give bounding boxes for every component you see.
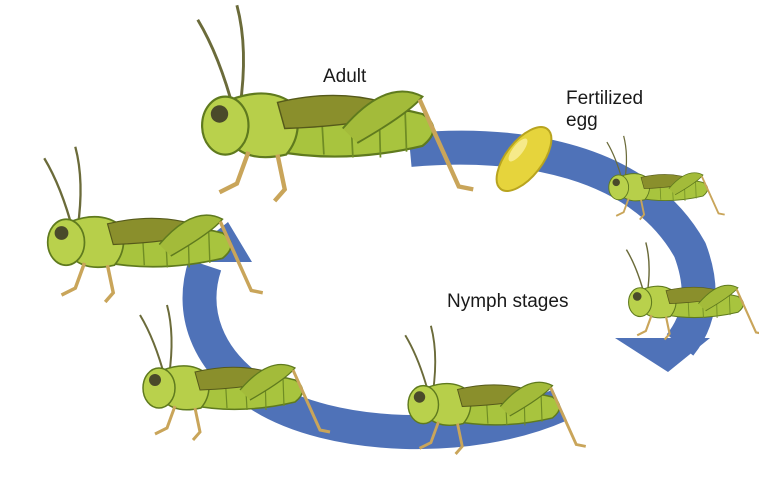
grasshopper-nymph-icon [44, 147, 263, 302]
label-fertilized-egg: Fertilized egg [566, 88, 676, 132]
label-nymph-stages: Nymph stages [447, 291, 568, 313]
grasshopper-adult-icon [198, 5, 474, 201]
label-adult: Adult [323, 66, 366, 88]
